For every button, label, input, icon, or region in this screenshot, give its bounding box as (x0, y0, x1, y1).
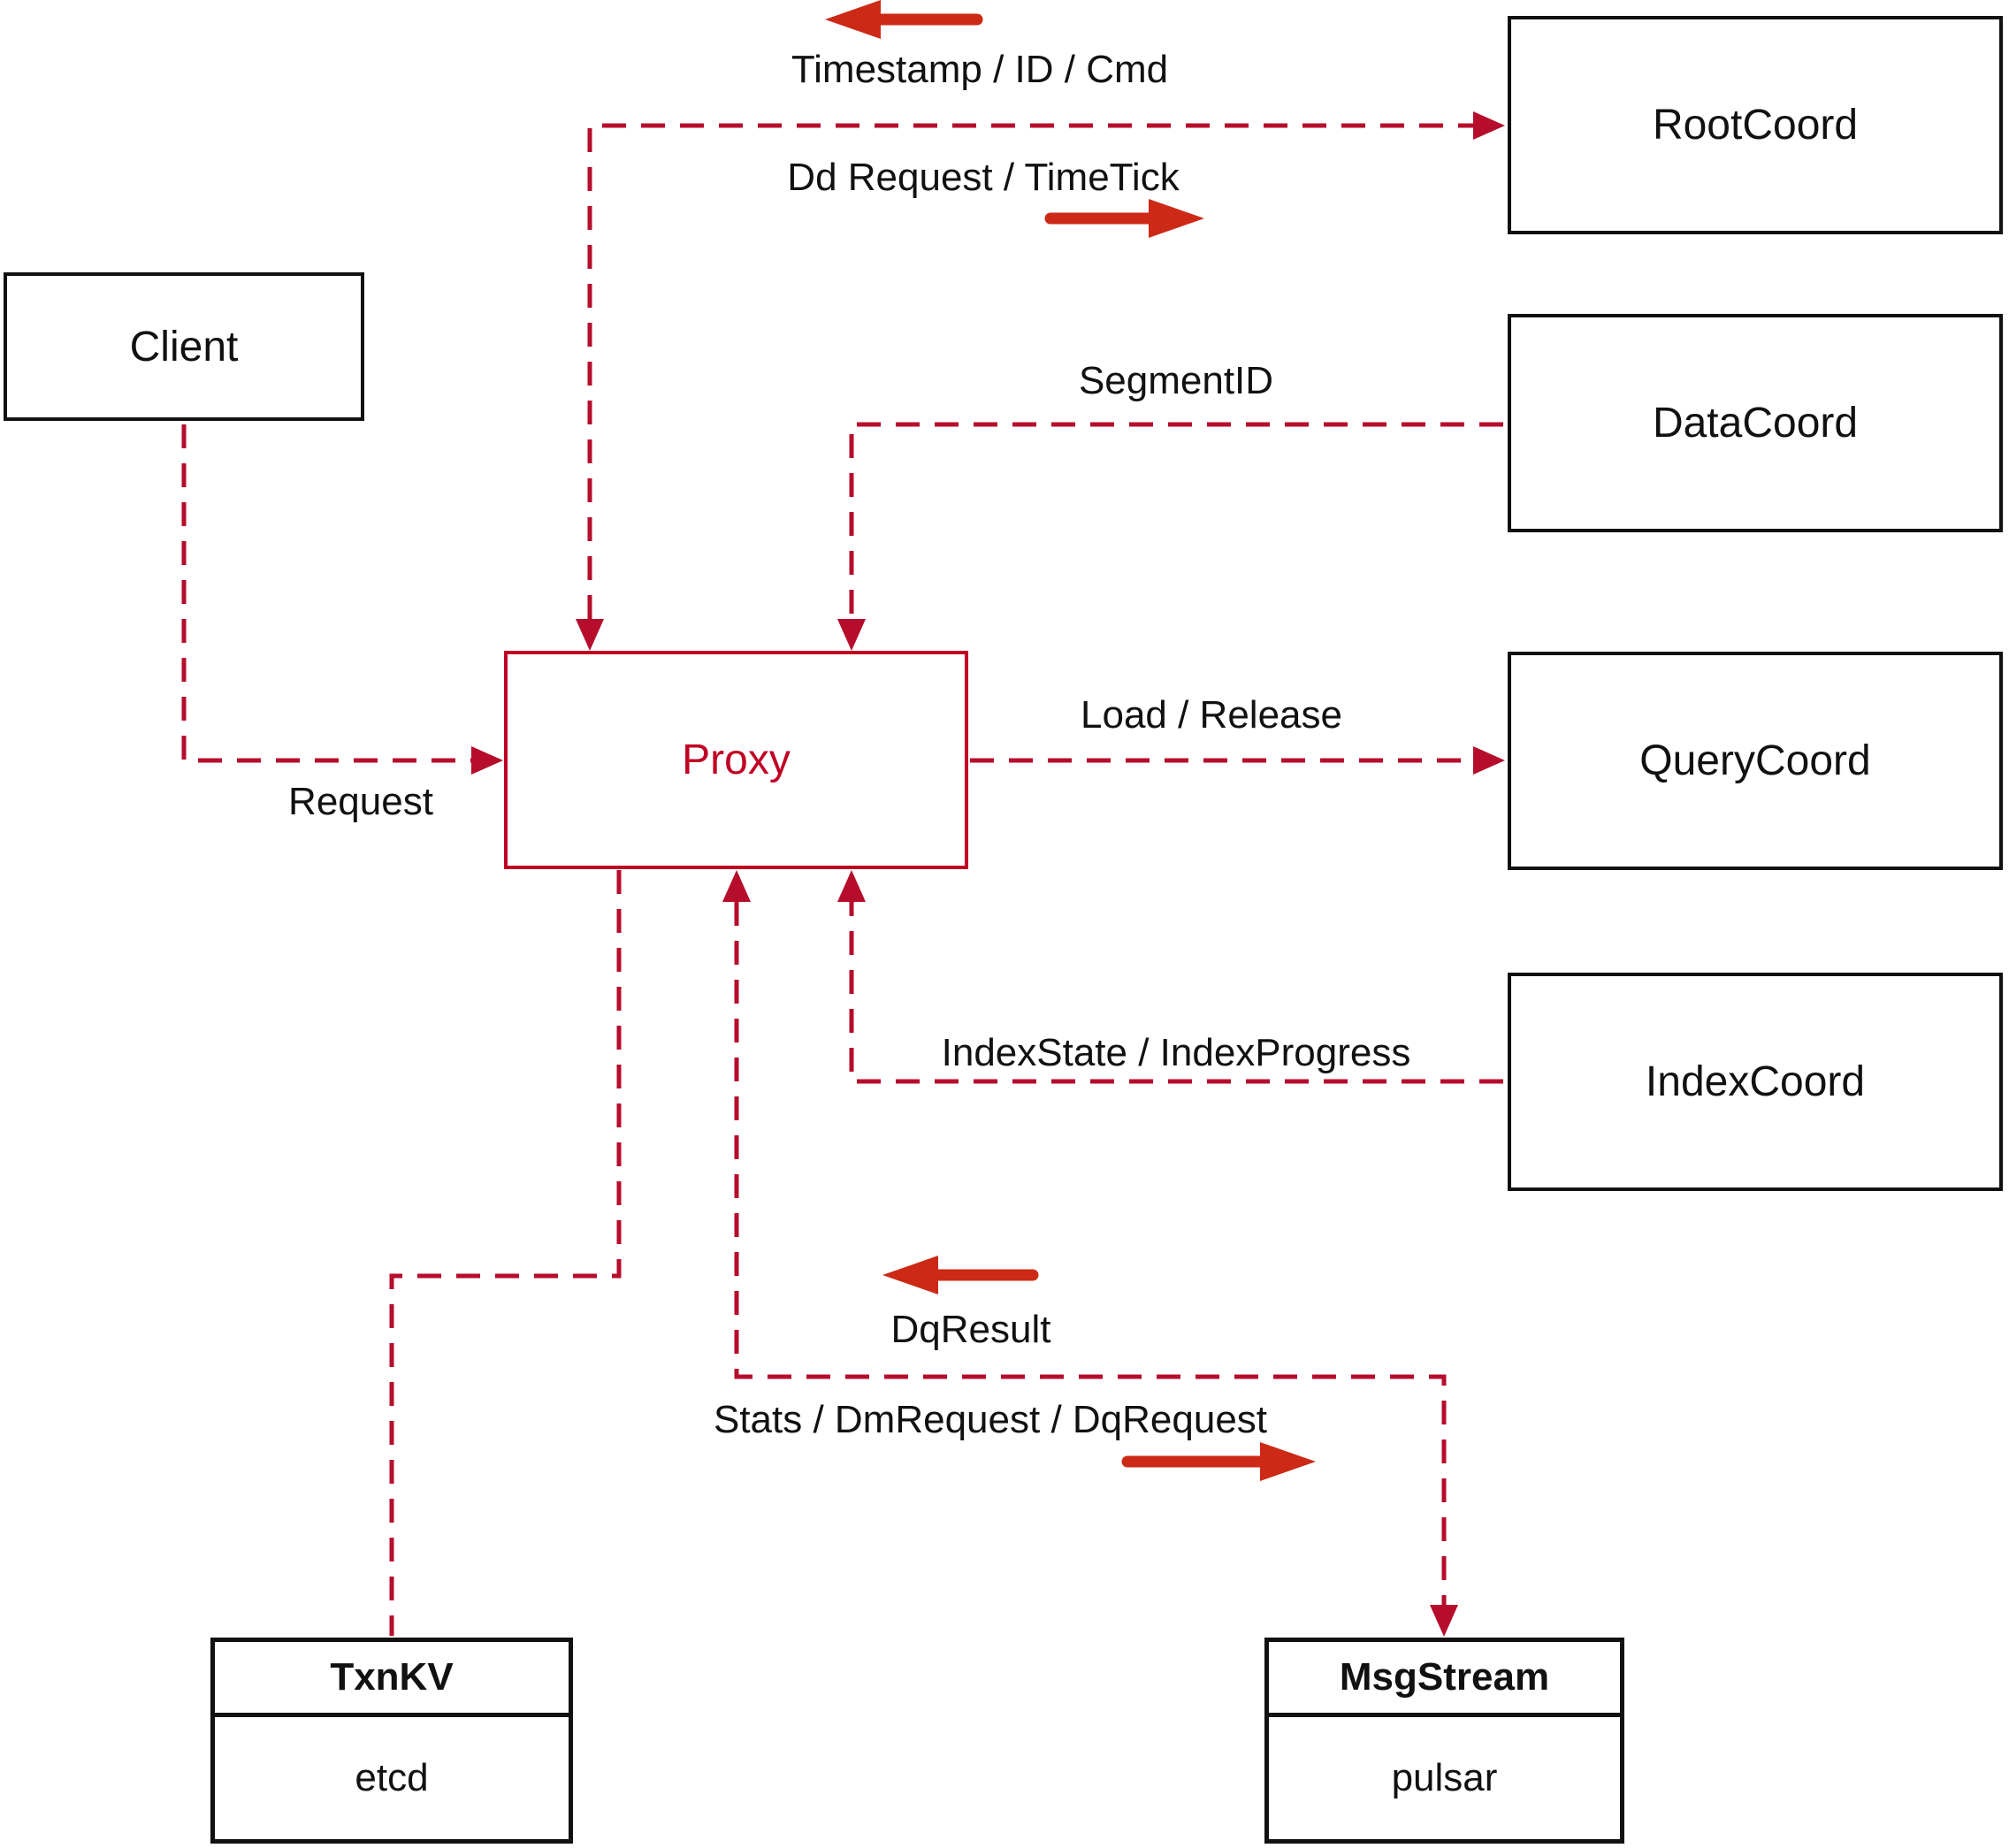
edge-label-stats-dmrequest-dqrequest: Stats / DmRequest / DqRequest (713, 1398, 1268, 1441)
arrowhead-right-into-rootcoord (1473, 111, 1505, 140)
node-rootcoord: RootCoord (1508, 16, 2003, 234)
node-msgstream-subtitle: pulsar (1391, 1756, 1498, 1799)
arrowhead-down-into-msgstream (1430, 1605, 1458, 1637)
left-arrow-icon (882, 1256, 1039, 1294)
arrowhead-up-into-proxy-bottom-left (722, 870, 751, 902)
right-arrow-icon (1044, 199, 1204, 238)
edge-label-segmentid: SegmentID (1078, 359, 1274, 402)
node-client-label: Client (129, 323, 239, 370)
node-txnkv: TxnKV etcd (210, 1638, 573, 1844)
edge-indexcoord-proxy (837, 870, 1503, 1084)
node-querycoord: QueryCoord (1508, 652, 2003, 870)
arrowhead-right-into-proxy (471, 746, 503, 775)
edge-label-dqresult: DqResult (890, 1308, 1051, 1351)
arrowhead-up-into-proxy-bottom-right (837, 870, 866, 902)
node-client: Client (4, 272, 364, 421)
node-txnkv-subtitle: etcd (355, 1756, 429, 1799)
node-msgstream: MsgStream pulsar (1264, 1638, 1624, 1844)
edge-label-load-release: Load / Release (1081, 693, 1342, 737)
node-proxy: Proxy (504, 651, 968, 869)
arrowhead-right-into-querycoord (1473, 746, 1505, 775)
edge-client-proxy (181, 424, 503, 775)
edge-proxy-querycoord (970, 746, 1505, 775)
edge-proxy-txnkv (389, 870, 622, 1636)
edge-label-timestamp-id-cmd: Timestamp / ID / Cmd (791, 48, 1169, 91)
node-indexcoord-label: IndexCoord (1645, 1058, 1866, 1105)
right-arrow-icon (1121, 1442, 1316, 1481)
edge-label-dd-request-timetick: Dd Request / TimeTick (787, 156, 1180, 199)
edge-label-request: Request (288, 780, 433, 823)
arrowhead-down-into-proxy-top-right (837, 619, 866, 651)
node-datacoord-label: DataCoord (1652, 400, 1859, 447)
node-datacoord: DataCoord (1508, 314, 2003, 532)
edge-proxy-rootcoord (576, 111, 1505, 651)
edge-label-indexstate-indexprogress: IndexState / IndexProgress (941, 1031, 1411, 1074)
node-rootcoord-label: RootCoord (1652, 102, 1859, 149)
edge-proxy-msgstream (722, 870, 1458, 1637)
node-querycoord-label: QueryCoord (1639, 737, 1871, 784)
edge-datacoord-proxy (837, 422, 1503, 651)
node-proxy-label: Proxy (682, 737, 791, 783)
node-txnkv-title: TxnKV (215, 1642, 569, 1717)
arrowhead-down-into-proxy-top-left (576, 619, 604, 651)
left-arrow-icon (825, 0, 983, 39)
node-msgstream-title: MsgStream (1269, 1642, 1620, 1717)
node-indexcoord: IndexCoord (1508, 973, 2003, 1191)
